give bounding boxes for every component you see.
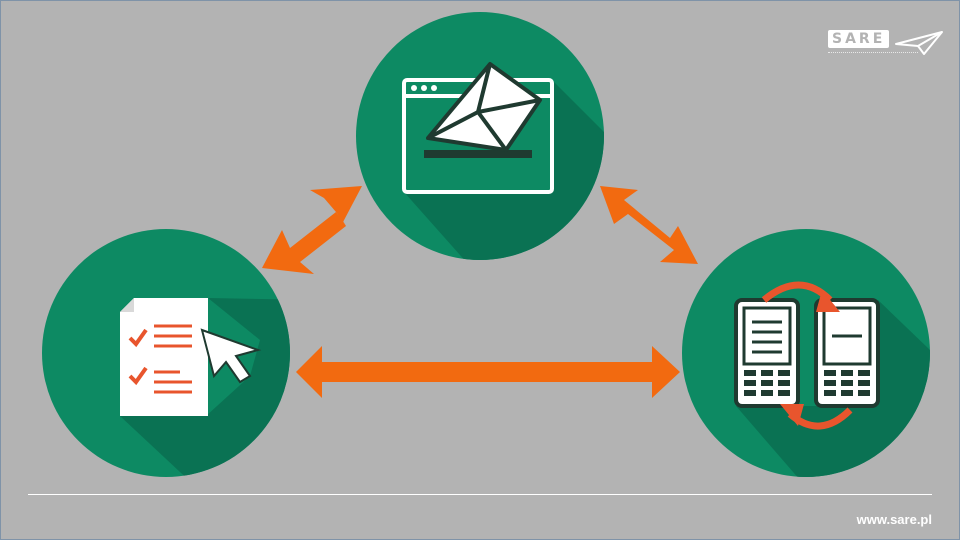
logo-tagline-decoration (828, 52, 918, 57)
website-url[interactable]: www.sare.pl (856, 512, 932, 527)
arrow-form-mobile (296, 346, 680, 398)
footer-divider (28, 494, 932, 495)
phones-sync-icon (734, 281, 880, 430)
email-window-icon (402, 62, 554, 194)
logo-wordmark: SARE (828, 30, 890, 48)
arrow-email-mobile (600, 186, 698, 264)
arrow-email-form (262, 186, 362, 274)
sare-logo[interactable]: SARE (826, 28, 946, 64)
paper-plane-icon (895, 31, 943, 55)
email-node (356, 12, 604, 260)
checklist-cursor-icon (120, 298, 262, 416)
mobile-node (682, 229, 930, 477)
